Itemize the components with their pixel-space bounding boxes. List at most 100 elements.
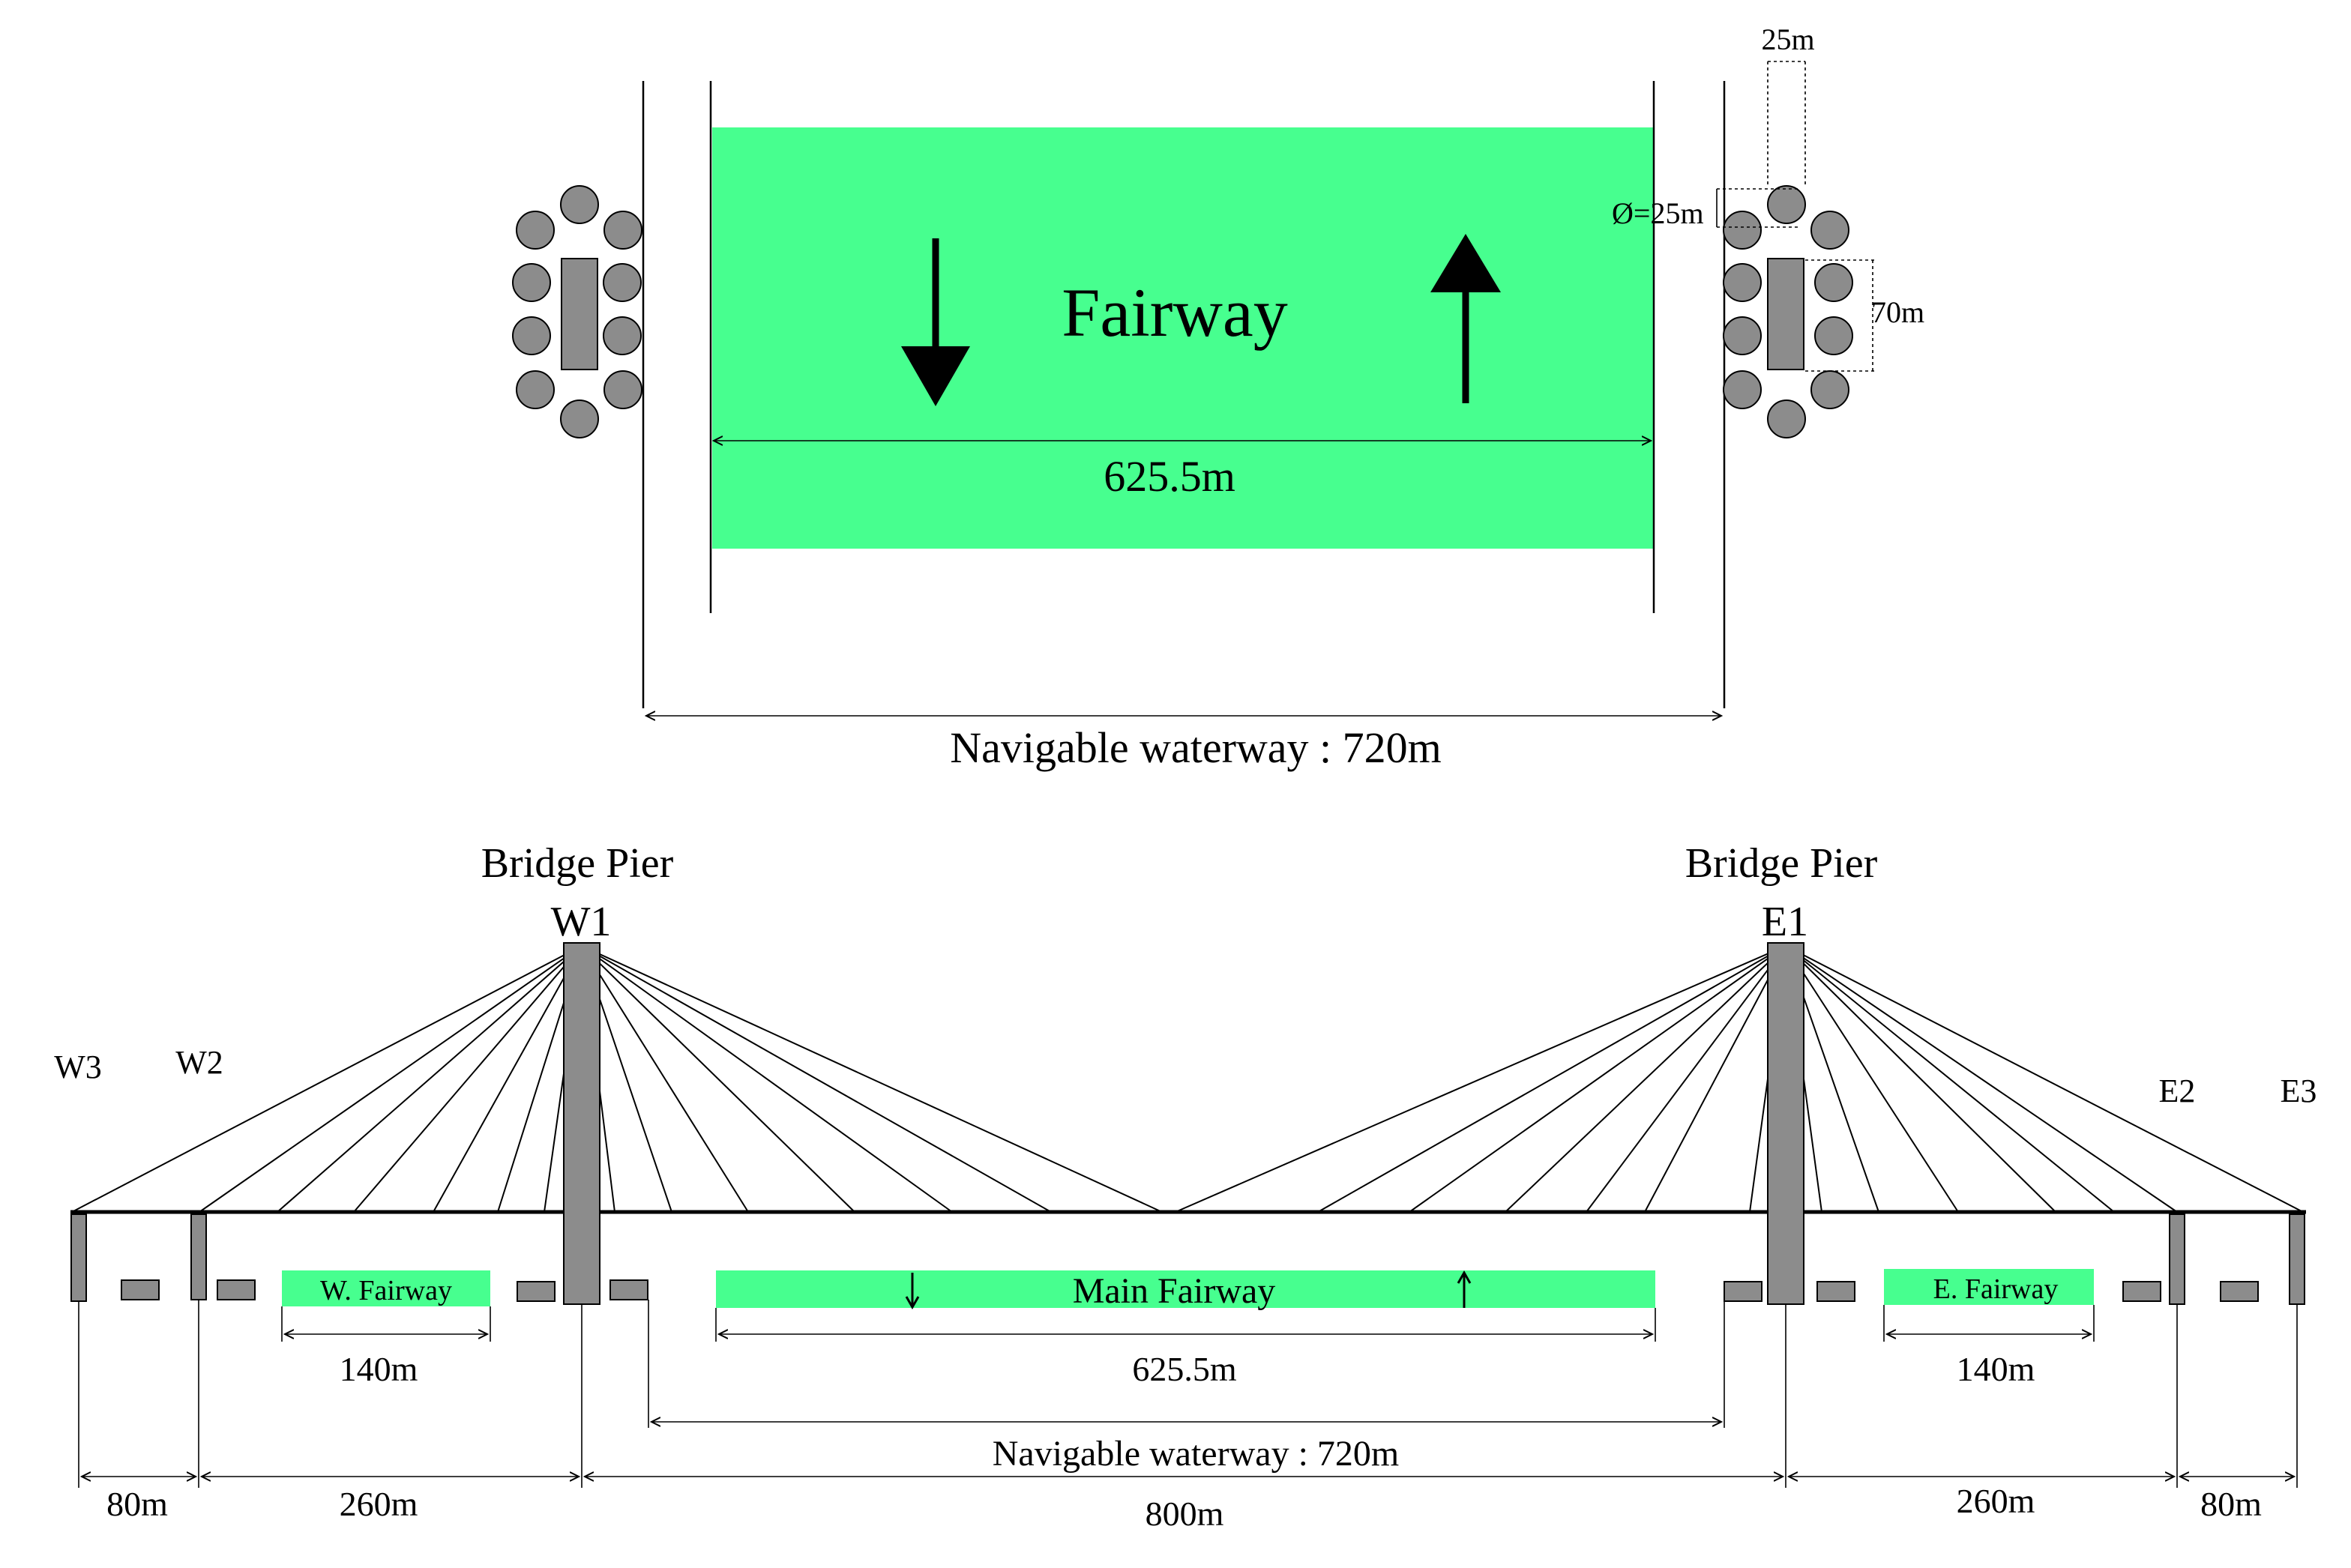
w2-label: W2: [175, 1044, 223, 1081]
stay-cable: [1785, 945, 1959, 1213]
stay-cable: [581, 945, 749, 1213]
pile: [516, 211, 555, 250]
span-e1-e2-label: 260m: [1957, 1482, 2035, 1520]
west-pier-plan: [512, 185, 642, 438]
stay-cable: [581, 945, 1163, 1213]
main-fairway-width-label: 625.5m: [1132, 1350, 1237, 1388]
upstream-arrow-icon: [1457, 1270, 1472, 1308]
pile-cap: [217, 1279, 256, 1300]
east-pier-plan: [1716, 61, 1874, 438]
stay-cables: [71, 945, 2304, 1213]
west-pier-title: Bridge Pier: [481, 840, 674, 887]
stay-cable: [581, 945, 1052, 1213]
span-w2-w1-label: 260m: [340, 1485, 418, 1523]
e-fairway-width-label: 140m: [1957, 1350, 2035, 1388]
east-pier-id: E1: [1762, 899, 1808, 945]
pile: [603, 263, 642, 302]
main-fairway-dimension: [715, 1308, 1656, 1342]
pier-w2: [190, 1213, 207, 1300]
e-fairway-label: E. Fairway: [1933, 1273, 2059, 1305]
downstream-arrow-icon: [901, 238, 970, 406]
stay-cable: [1785, 945, 2178, 1213]
span-e2-e3-label: 80m: [2200, 1485, 2262, 1523]
pile: [1767, 399, 1806, 438]
pile: [1814, 263, 1853, 302]
pile-cap: [121, 1279, 160, 1300]
stay-cable: [1785, 945, 2304, 1213]
stay-cable: [71, 945, 583, 1213]
pile: [1723, 316, 1762, 355]
pile: [603, 211, 642, 250]
waterway-dimension: [648, 1300, 1725, 1428]
pier-footing: [561, 258, 598, 370]
pier-e3: [2289, 1213, 2305, 1305]
pile-diameter-label: Ø=25m: [1612, 196, 1704, 230]
pile: [1723, 211, 1762, 250]
pile: [603, 370, 642, 409]
pier-w3: [70, 1213, 87, 1302]
downstream-arrow-icon: [905, 1273, 920, 1310]
stay-cable: [1586, 945, 1786, 1213]
stay-cable: [353, 945, 583, 1213]
pile: [560, 399, 599, 438]
tower-e1: [1767, 942, 1804, 1305]
west-pier-id: W1: [551, 899, 612, 945]
upstream-arrow-icon: [1430, 234, 1501, 403]
stay-cable: [1175, 945, 1786, 1213]
w-fairway-dimension: [281, 1306, 491, 1342]
stay-cable: [1317, 945, 1786, 1213]
stay-cable: [1785, 945, 2115, 1213]
main-fairway: [716, 1270, 1655, 1308]
w-fairway: [282, 1270, 490, 1306]
stay-cable: [433, 945, 583, 1213]
tower-w1: [563, 942, 600, 1305]
pile-gap-label: 25m: [1761, 22, 1814, 56]
pile: [1814, 316, 1853, 355]
pile: [512, 316, 551, 355]
stay-cable: [199, 945, 583, 1213]
pile: [1810, 211, 1849, 250]
plan-view: Fairway 625.5m Navigable waterway : 720m: [512, 22, 1924, 772]
w-fairway-width-label: 140m: [340, 1350, 418, 1388]
span-w3-w2-label: 80m: [106, 1485, 168, 1523]
stay-cable: [581, 945, 953, 1213]
stay-cable: [581, 945, 855, 1213]
pile: [603, 316, 642, 355]
w3-label: W3: [54, 1049, 102, 1085]
stay-cable: [277, 945, 583, 1213]
fairway-label: Fairway: [1062, 274, 1287, 351]
e-fairway: [1884, 1269, 2094, 1305]
elevation-view: Bridge Pier W1 Bridge Pier E1 W3 W2 E2 E…: [54, 840, 2317, 1533]
pile-cap: [1724, 1281, 1763, 1302]
stay-cable: [1409, 945, 1786, 1213]
span-main-label: 800m: [1146, 1495, 1224, 1533]
stay-cable: [1785, 945, 2056, 1213]
pier-length-label: 70m: [1871, 295, 1924, 329]
e2-label: E2: [2159, 1073, 2196, 1109]
pile: [560, 185, 599, 224]
e-fairway-dimension: [1883, 1305, 2095, 1342]
w-fairway-label: W. Fairway: [320, 1275, 452, 1306]
pile: [1767, 185, 1806, 224]
fairway-area: [712, 127, 1654, 549]
pile-cap: [2122, 1281, 2161, 1302]
e3-label: E3: [2281, 1073, 2317, 1109]
stay-cable: [1644, 945, 1786, 1213]
pile: [1723, 263, 1762, 302]
pile: [1810, 370, 1849, 409]
pier-e2: [2169, 1213, 2185, 1305]
pile: [512, 263, 551, 302]
waterway-width-label: Navigable waterway : 720m: [993, 1434, 1399, 1474]
pile-cap: [1816, 1281, 1855, 1302]
pier-footing: [1767, 258, 1804, 370]
pile-cap: [517, 1281, 556, 1302]
pile-cap: [2220, 1281, 2259, 1302]
pile-cap: [609, 1279, 648, 1300]
east-pier-title: Bridge Pier: [1685, 840, 1878, 887]
pile: [1723, 370, 1762, 409]
fairway-width-label: 625.5m: [1104, 452, 1235, 501]
span-dimensions: [78, 1300, 2298, 1488]
stay-cable: [1505, 945, 1786, 1213]
waterway-width-label: Navigable waterway : 720m: [950, 723, 1442, 772]
